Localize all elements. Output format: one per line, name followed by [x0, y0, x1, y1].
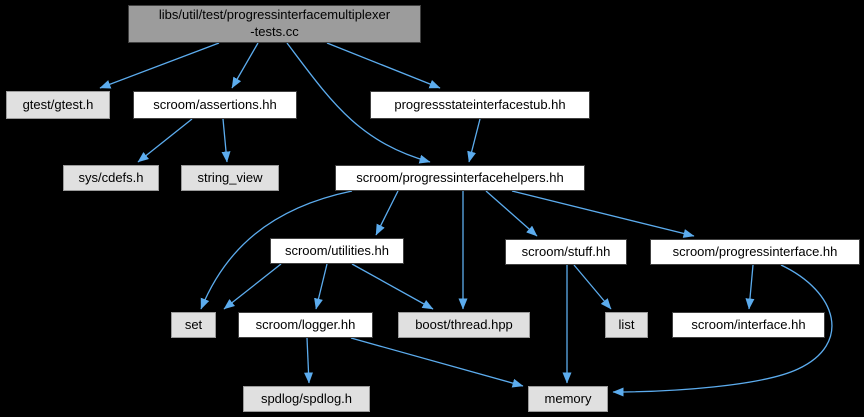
edge-helpers-to-stuff: [485, 190, 538, 237]
edge-logger-to-memory: [350, 337, 524, 388]
node-stuff[interactable]: scroom/stuff.hh: [505, 239, 627, 265]
node-logger[interactable]: scroom/logger.hh: [238, 312, 373, 338]
edge-helpers-to-progressinterface: [511, 190, 695, 238]
node-string-view: string_view: [181, 165, 279, 191]
node-spdlog: spdlog/spdlog.h: [243, 386, 370, 412]
edge-tests-cc-to-helpers: [286, 42, 431, 164]
edge-logger-to-spdlog: [304, 337, 314, 384]
edge-utilities-to-boost-thread: [351, 263, 434, 310]
node-stub[interactable]: progressstateinterfacestub.hh: [370, 91, 590, 119]
node-progressinterface[interactable]: scroom/progressinterface.hh: [650, 239, 860, 265]
edge-tests-cc-to-assertions: [231, 42, 259, 89]
node-list: list: [605, 312, 648, 338]
node-helpers[interactable]: scroom/progressinterfacehelpers.hh: [335, 165, 585, 191]
node-assertions[interactable]: scroom/assertions.hh: [133, 91, 297, 119]
edge-utilities-to-set: [223, 263, 282, 310]
edge-stuff-to-list: [573, 264, 612, 310]
node-cdefs: sys/cdefs.h: [63, 165, 159, 191]
node-gtest: gtest/gtest.h: [6, 91, 110, 119]
edge-helpers-to-set: [200, 190, 353, 310]
node-set: set: [171, 312, 216, 338]
edge-stub-to-helpers: [467, 118, 481, 163]
node-tests-cc: libs/util/test/progressinterfacemultiple…: [128, 5, 421, 43]
edge-assertions-to-string-view: [221, 118, 231, 163]
edge-progressinterface-to-memory: [612, 264, 833, 397]
edge-helpers-to-utilities: [375, 190, 399, 236]
edge-assertions-to-cdefs: [137, 118, 193, 163]
node-boost-thread: boost/thread.hpp: [398, 312, 530, 338]
node-utilities[interactable]: scroom/utilities.hh: [270, 238, 404, 264]
node-interface[interactable]: scroom/interface.hh: [672, 312, 825, 338]
edge-progressinterface-to-interface: [745, 264, 755, 310]
node-memory: memory: [528, 386, 608, 412]
edge-tests-cc-to-stub: [326, 42, 441, 89]
edge-utilities-to-logger: [314, 263, 328, 310]
edge-tests-cc-to-gtest: [99, 42, 220, 89]
